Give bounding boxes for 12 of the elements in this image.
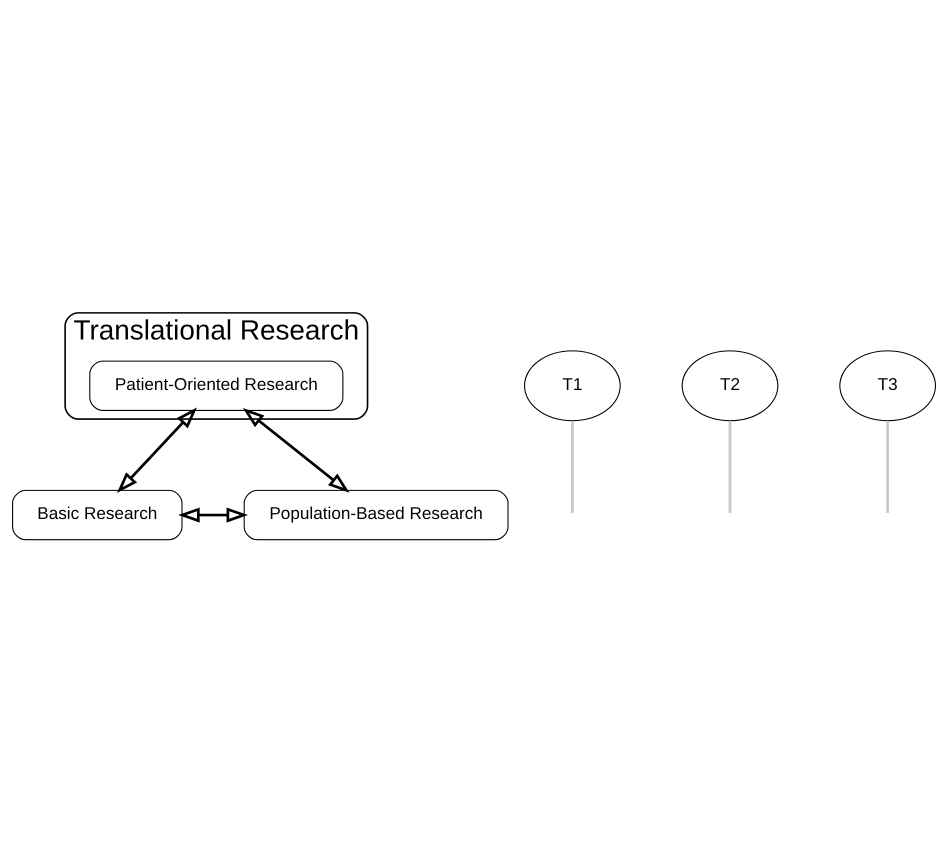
node-ellipse: T2 xyxy=(682,350,778,422)
node-ellipse: T3 xyxy=(839,350,936,422)
connector xyxy=(728,420,732,513)
node-ellipse: T1 xyxy=(524,350,621,422)
connector xyxy=(571,420,574,513)
connector xyxy=(886,420,889,513)
arrow xyxy=(178,508,248,523)
arrow xyxy=(242,408,350,493)
node-box: Population-Based Research xyxy=(244,490,509,540)
node-box: Basic Research xyxy=(12,490,183,540)
arrow xyxy=(116,408,197,494)
node-box: Patient-Oriented Research xyxy=(89,360,344,411)
